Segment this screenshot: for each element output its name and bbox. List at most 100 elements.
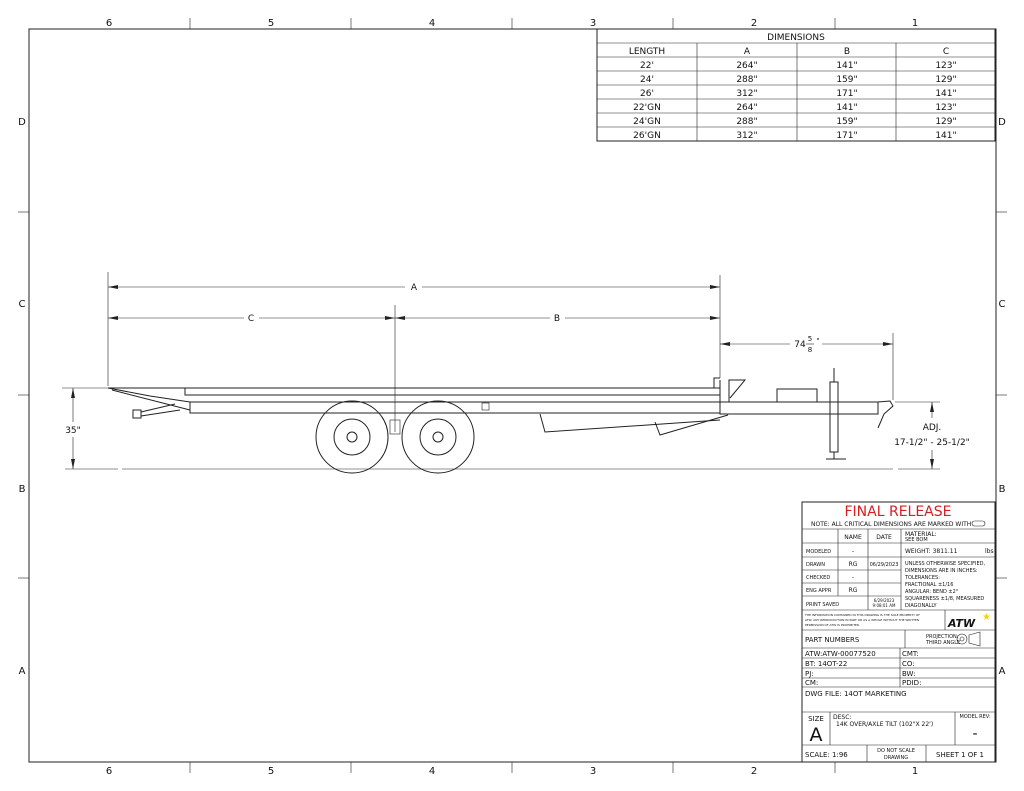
- zone-label: 4: [429, 766, 435, 777]
- svg-text:BT: 14OT-22: BT: 14OT-22: [805, 660, 847, 668]
- do-not-scale-2: DRAWING: [884, 755, 908, 761]
- svg-text:PJ:: PJ:: [805, 670, 814, 678]
- scale: SCALE: 1:96: [805, 751, 848, 759]
- zone-label: B: [19, 484, 26, 495]
- svg-text:CHECKED: CHECKED: [806, 575, 830, 581]
- table-header: B: [844, 47, 850, 57]
- svg-text:THE INFORMATION CONTAINED IN T: THE INFORMATION CONTAINED IN THIS DRAWIN…: [804, 613, 920, 617]
- final-release-status: FINAL RELEASE: [844, 504, 951, 520]
- do-not-scale: DO NOT SCALE: [877, 748, 915, 754]
- svg-text:MODELED: MODELED: [806, 549, 831, 555]
- svg-text:TOLERANCES:: TOLERANCES:: [904, 575, 940, 581]
- third-angle-projection-icon: [956, 631, 981, 647]
- svg-text:CMT:: CMT:: [902, 650, 919, 658]
- zone-label: C: [999, 299, 1006, 310]
- deck-height-label: 35": [65, 426, 81, 436]
- zone-label: D: [18, 117, 26, 128]
- tongue-length-numerator: 5: [808, 335, 812, 343]
- table-cell: 141": [836, 103, 857, 113]
- svg-text:CO:: CO:: [902, 660, 915, 668]
- trailer-side-view: A C B 74 5 8 " 35" ADJ. 17-1/2" - 25-1/2…: [62, 272, 970, 474]
- part-number-rows: ATW:ATW-00077520 CMT: BT: 14OT-22 CO: PJ: B…: [805, 650, 921, 687]
- table-header: A: [744, 47, 751, 57]
- svg-text:-: -: [852, 574, 854, 581]
- table-cell: 159": [836, 75, 857, 85]
- weight: WEIGHT: 3811.11: [905, 548, 958, 555]
- svg-text:6/29/2023: 6/29/2023: [874, 598, 895, 603]
- dwg-file: DWG FILE: 14OT MARKETING: [805, 690, 907, 698]
- coupler-adj-label: ADJ.: [923, 423, 942, 433]
- zone-label: 6: [106, 766, 112, 777]
- svg-text:ATW. ANY REPRODUCTION IN PART: ATW. ANY REPRODUCTION IN PART OR AS A WH…: [805, 618, 919, 622]
- table-cell: 288": [736, 75, 757, 85]
- svg-text:PERMISSION OF ATW IS PROHIBITE: PERMISSION OF ATW IS PROHIBITED.: [805, 623, 860, 627]
- table-cell-length: 24'GN: [633, 117, 661, 127]
- table-cell: 123": [935, 61, 956, 71]
- material-label: MATERIAL:: [905, 531, 937, 538]
- svg-text:BW:: BW:: [902, 670, 915, 678]
- table-cell: 141": [836, 61, 857, 71]
- model-rev-value: -: [972, 726, 977, 742]
- table-cell: 141": [935, 89, 956, 99]
- svg-text:RG: RG: [849, 587, 858, 594]
- svg-text:-: -: [852, 548, 854, 555]
- zone-label: 4: [429, 18, 435, 29]
- table-cell-length: 26'GN: [633, 131, 661, 141]
- svg-text:ATW:ATW-00077520: ATW:ATW-00077520: [805, 650, 876, 658]
- desc-label: DESC:: [833, 714, 851, 721]
- role-rows: MODELED - DRAWN RG 06/29/2023 CHECKED - …: [806, 548, 898, 608]
- star-icon: ★: [982, 612, 991, 623]
- part-numbers-label: PART NUMBERS: [805, 636, 860, 644]
- zone-label: 6: [106, 18, 112, 29]
- proprietary-notice: THE INFORMATION CONTAINED IN THIS DRAWIN…: [804, 613, 920, 627]
- table-cell-length: 24': [640, 75, 654, 85]
- svg-text:ANGULAR: BEND ±2°: ANGULAR: BEND ±2°: [905, 589, 959, 595]
- description: 14K OVER/AXLE TILT (102"X 22'): [836, 721, 933, 728]
- coupler-range-label: 17-1/2" - 25-1/2": [894, 438, 970, 448]
- svg-text:FRACTIONAL ±1/16: FRACTIONAL ±1/16: [905, 582, 953, 588]
- table-header: LENGTH: [629, 47, 665, 57]
- size-label: SIZE: [808, 715, 824, 723]
- col-date: DATE: [876, 534, 892, 541]
- dimensions-table: DIMENSIONS LENGTH A B C 22'264"141"123"2…: [596, 28, 996, 142]
- svg-text:SQUARENESS ±1/8, MEASURED: SQUARENESS ±1/8, MEASURED: [905, 596, 984, 602]
- zone-label: A: [19, 666, 26, 677]
- svg-text:CM:: CM:: [805, 679, 818, 687]
- dimension-b-label: B: [554, 314, 560, 324]
- svg-text:DIAGONALLY: DIAGONALLY: [905, 603, 938, 609]
- zone-label: 1: [912, 18, 918, 29]
- table-cell: 141": [935, 131, 956, 141]
- zone-label: 5: [268, 18, 274, 29]
- model-rev-label: MODEL REV:: [960, 714, 991, 720]
- zone-label: 5: [268, 766, 274, 777]
- wheel: [315, 400, 389, 474]
- projection-value: THIRD ANGLE: [925, 640, 960, 646]
- material-value: SEE BOM: [905, 537, 928, 543]
- size-value: A: [810, 724, 823, 746]
- svg-text:9:08:01 AM: 9:08:01 AM: [873, 603, 896, 608]
- dimension-a-label: A: [411, 283, 418, 293]
- wheel: [401, 400, 475, 474]
- table-cell: 312": [736, 131, 757, 141]
- table-cell: 264": [736, 61, 757, 71]
- svg-text:DIMENSIONS ARE IN INCHES:: DIMENSIONS ARE IN INCHES:: [905, 568, 978, 574]
- table-cell: 264": [736, 103, 757, 113]
- atw-logo: ATW: [947, 617, 976, 630]
- table-cell: 129": [935, 75, 956, 85]
- projection-label: PROJECTION:: [926, 634, 959, 640]
- table-cell-length: 26': [640, 89, 654, 99]
- zone-label: D: [998, 117, 1006, 128]
- svg-text:ENG APPR: ENG APPR: [806, 588, 832, 594]
- zone-label: B: [999, 484, 1006, 495]
- svg-text:UNLESS OTHERWISE SPECIFIED,: UNLESS OTHERWISE SPECIFIED,: [905, 561, 985, 567]
- col-name: NAME: [844, 534, 862, 541]
- svg-text:RG: RG: [849, 561, 858, 568]
- dimension-c-label: C: [248, 314, 254, 324]
- zone-label: C: [19, 299, 26, 310]
- table-cell: 171": [836, 89, 857, 99]
- zone-label: 1: [912, 766, 918, 777]
- sheet-number: SHEET 1 OF 1: [936, 751, 984, 759]
- table-cell-length: 22'GN: [633, 103, 661, 113]
- table-cell: 159": [836, 117, 857, 127]
- svg-text:PDID:: PDID:: [902, 679, 921, 687]
